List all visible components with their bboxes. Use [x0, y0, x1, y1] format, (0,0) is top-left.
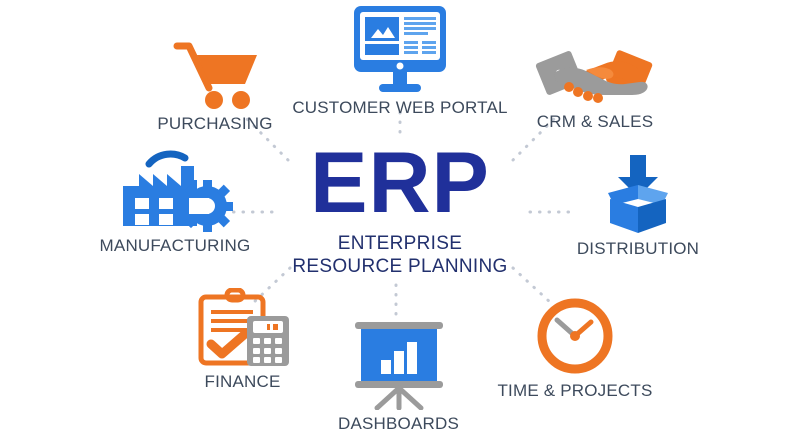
- box-arrow-icon: [588, 155, 688, 235]
- node-label-manufacturing: MANUFACTURING: [99, 236, 251, 255]
- node-crm-sales[interactable]: CRM & SALES: [515, 42, 675, 132]
- erp-subtitle: ENTERPRISE RESOURCE PLANNING: [292, 233, 508, 277]
- node-label-dashboards: DASHBOARDS: [337, 414, 460, 433]
- node-time-projects[interactable]: TIME & PROJECTS: [495, 295, 655, 401]
- node-dashboards[interactable]: DASHBOARDS: [326, 318, 471, 434]
- handshake-icon: [530, 42, 660, 108]
- shopping-cart-icon: [167, 38, 263, 110]
- node-finance[interactable]: FINANCE: [170, 287, 315, 392]
- node-label-finance: FINANCE: [204, 372, 281, 391]
- factory-gear-icon: [115, 150, 235, 232]
- clock-icon: [534, 295, 616, 377]
- node-purchasing[interactable]: PURCHASING: [140, 38, 290, 134]
- node-label-purchasing: PURCHASING: [157, 114, 273, 133]
- node-label-time-projects: TIME & PROJECTS: [497, 381, 653, 400]
- node-label-customer-web-portal: CUSTOMER WEB PORTAL: [292, 98, 508, 117]
- center-hub: ERP ENTERPRISE RESOURCE PLANNING: [260, 140, 540, 280]
- presentation-chart-icon: [341, 318, 457, 411]
- monitor-icon: [325, 6, 475, 94]
- node-label-crm-sales: CRM & SALES: [536, 112, 654, 131]
- node-distribution[interactable]: DISTRIBUTION: [558, 155, 718, 259]
- clipboard-calculator-icon: [191, 287, 295, 368]
- node-customer-web-portal[interactable]: CUSTOMER WEB PORTAL: [292, 6, 508, 118]
- erp-title: ERP: [310, 135, 490, 231]
- node-label-distribution: DISTRIBUTION: [576, 239, 700, 258]
- node-manufacturing[interactable]: MANUFACTURING: [95, 150, 255, 256]
